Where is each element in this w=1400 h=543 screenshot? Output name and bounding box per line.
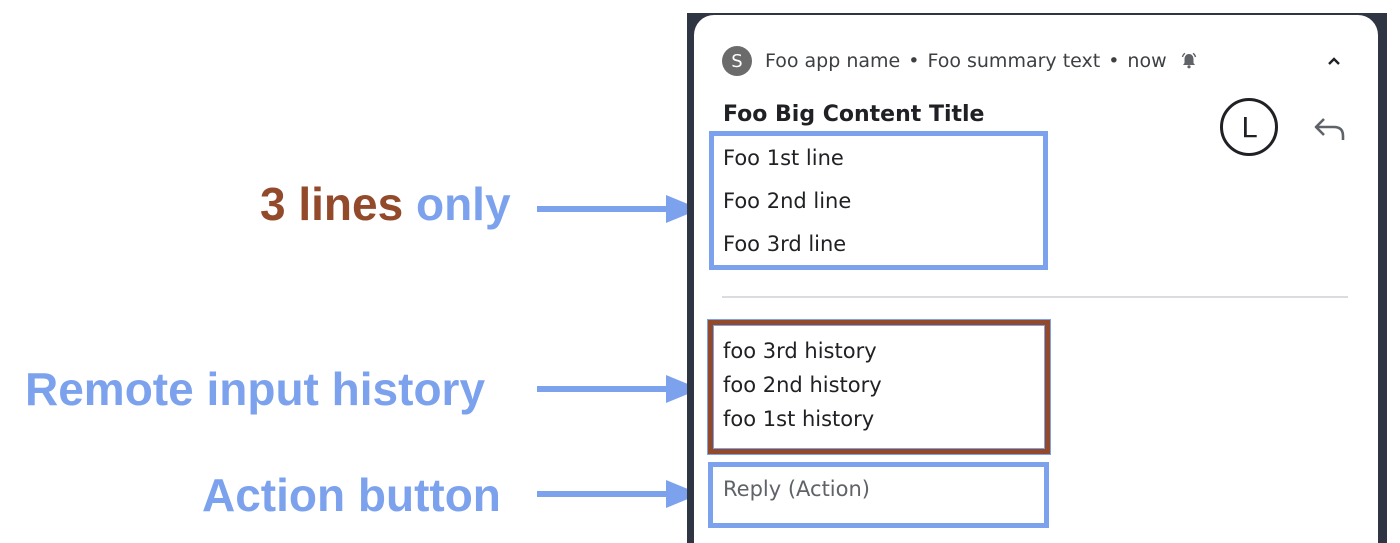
avatar: L bbox=[1220, 98, 1278, 156]
divider bbox=[722, 296, 1348, 298]
arrow-remote-input-history bbox=[537, 375, 700, 403]
app-name: Foo app name bbox=[765, 50, 901, 72]
app-icon: S bbox=[722, 46, 752, 76]
notification-time: now bbox=[1127, 50, 1167, 72]
header-separator: • bbox=[1108, 50, 1120, 72]
three-lines-highlight-box bbox=[709, 131, 1048, 270]
arrow-three-lines bbox=[537, 195, 700, 223]
history-item: foo 3rd history bbox=[723, 339, 877, 363]
big-content-title: Foo Big Content Title bbox=[723, 102, 985, 127]
header-separator: • bbox=[908, 50, 920, 72]
content-line: Foo 3rd line bbox=[723, 232, 847, 256]
reply-icon[interactable] bbox=[1312, 115, 1348, 145]
arrow-action-button bbox=[537, 480, 700, 508]
annotation-action-button: Action button bbox=[202, 469, 501, 521]
remote-input-history-box bbox=[708, 320, 1050, 454]
history-item: foo 1st history bbox=[723, 407, 875, 431]
content-line: Foo 1st line bbox=[723, 146, 844, 170]
summary-text: Foo summary text bbox=[927, 50, 1101, 72]
history-item: foo 2nd history bbox=[723, 373, 882, 397]
action-button-highlight-box bbox=[708, 462, 1049, 528]
annotation-remote-input-history: Remote input history bbox=[25, 363, 486, 415]
annotation-three-lines-highlight: 3 lines bbox=[260, 178, 404, 230]
reply-action-button[interactable]: Reply (Action) bbox=[723, 477, 870, 501]
notification-header: S Foo app name • Foo summary text • now bbox=[722, 46, 1199, 76]
annotation-three-lines-only: only bbox=[415, 178, 511, 230]
annotation-three-lines: 3 lines only bbox=[260, 181, 511, 227]
content-line: Foo 2nd line bbox=[723, 189, 852, 213]
bell-icon bbox=[1181, 52, 1196, 69]
chevron-up-icon[interactable] bbox=[1324, 51, 1344, 71]
